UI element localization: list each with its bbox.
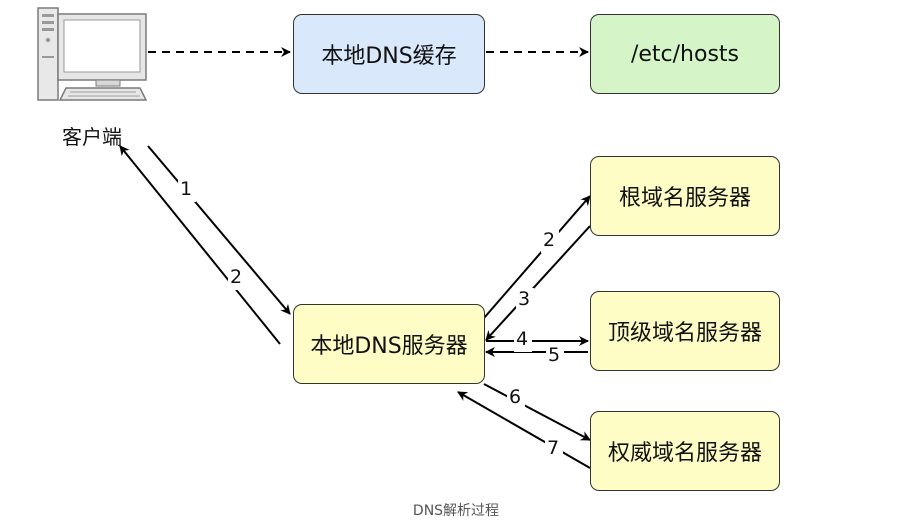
local-dns-server-box: 本地DNS服务器	[293, 304, 485, 384]
tld-dns-server-label: 顶级域名服务器	[607, 321, 762, 346]
root-dns-server-label: 根域名服务器	[618, 186, 751, 211]
local-dns-server-label: 本地DNS服务器	[310, 334, 468, 359]
authoritative-dns-server-box: 权威域名服务器	[590, 411, 780, 491]
step-label-6: 6	[509, 386, 522, 408]
step-6-arrow	[483, 383, 591, 441]
client-label: 客户端	[62, 125, 122, 149]
step-7-arrow	[457, 391, 591, 469]
step-3-arrow	[485, 225, 591, 341]
authoritative-dns-server-label: 权威域名服务器	[607, 441, 762, 466]
computer-icon	[37, 7, 148, 101]
step-label-7: 7	[547, 437, 560, 459]
hosts-file-box: /etc/hosts	[590, 14, 780, 94]
local-dns-cache-label: 本地DNS缓存	[321, 44, 457, 69]
hosts-file-label: /etc/hosts	[630, 41, 740, 67]
step-label-1: 1	[180, 178, 193, 200]
local-dns-cache-box: 本地DNS缓存	[293, 14, 485, 94]
step-label-5: 5	[548, 344, 561, 366]
step-label-2-root: 2	[543, 229, 556, 251]
step-2-root-arrow	[483, 195, 591, 319]
diagram-caption: DNS解析过程	[412, 503, 500, 519]
step-label-3: 3	[518, 288, 531, 310]
step-1-arrow	[147, 145, 291, 315]
tld-dns-server-box: 顶级域名服务器	[590, 291, 780, 371]
step-2-return-arrow	[119, 145, 281, 345]
step-label-2-client: 2	[230, 266, 243, 288]
step-label-4: 4	[516, 328, 529, 350]
root-dns-server-box: 根域名服务器	[590, 156, 780, 236]
